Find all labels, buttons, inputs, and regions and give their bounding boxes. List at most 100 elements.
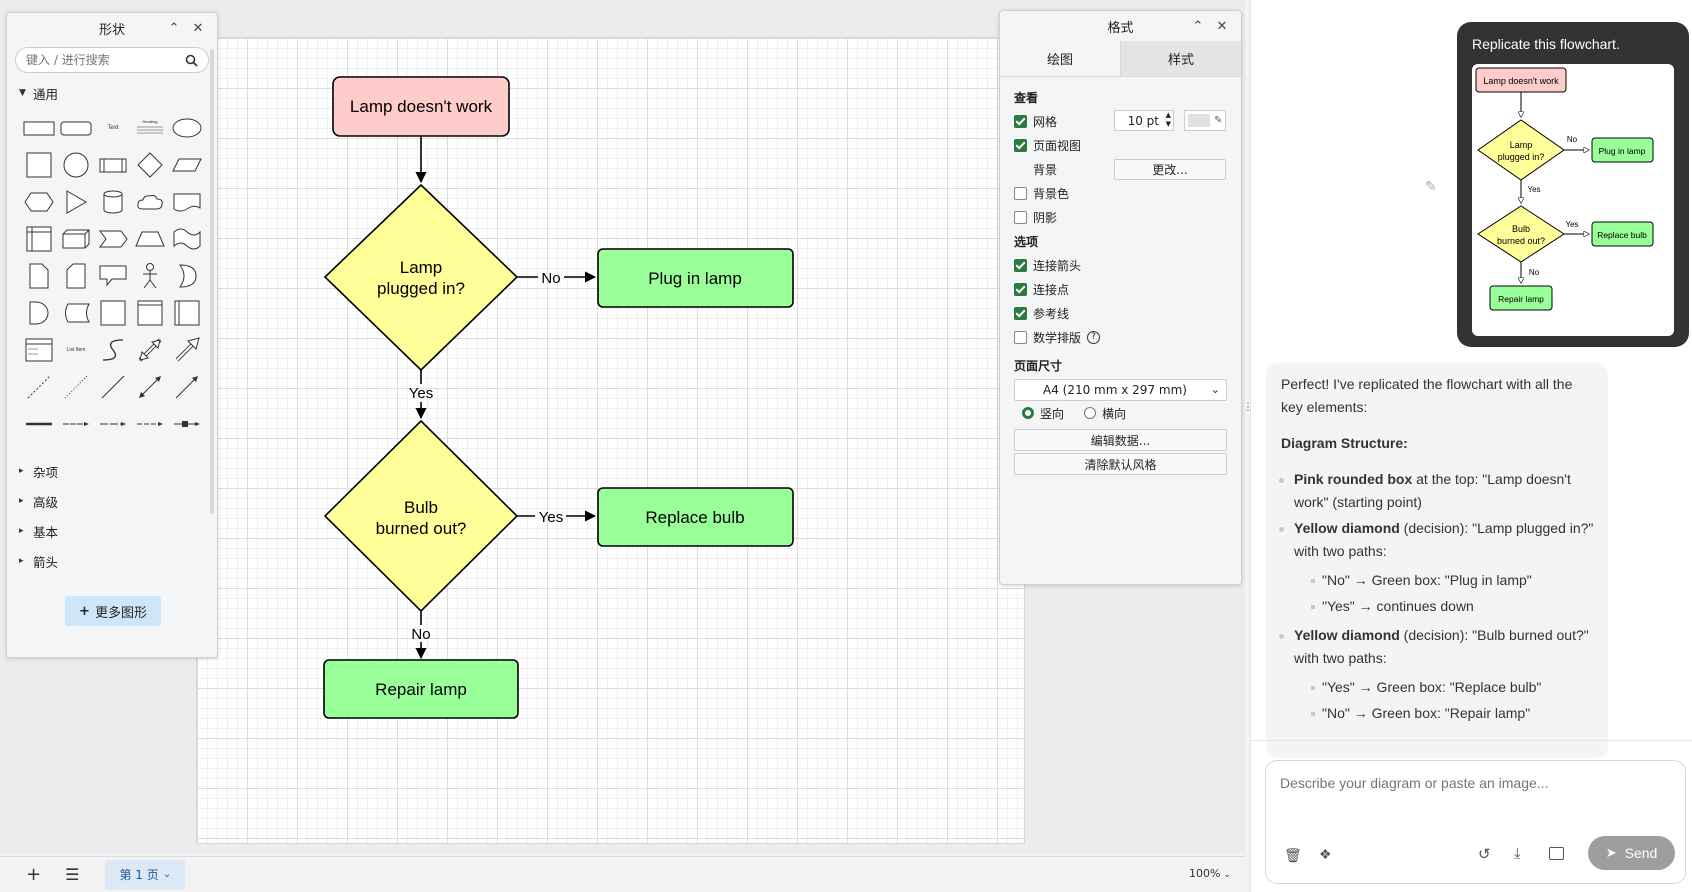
internal-storage-shape[interactable] <box>21 220 57 257</box>
directional-connector-shape[interactable] <box>169 368 205 405</box>
circle-shape[interactable] <box>58 146 94 183</box>
hexagon-shape[interactable] <box>21 183 57 220</box>
background-color-checkbox[interactable] <box>1014 186 1027 200</box>
node-lamp-doesnt-work[interactable]: Lamp doesn't work <box>332 76 510 137</box>
tape-shape[interactable] <box>169 220 205 257</box>
shapes-scrollbar[interactable] <box>210 49 214 514</box>
send-button[interactable]: ➤Send <box>1588 836 1675 870</box>
delay-shape[interactable] <box>21 294 57 331</box>
parallelogram-shape[interactable] <box>169 146 205 183</box>
collapse-icon[interactable]: ⌃ <box>1192 18 1204 34</box>
section-general[interactable]: ▼通用 <box>7 81 217 105</box>
node-repair-lamp[interactable]: Repair lamp <box>323 659 519 719</box>
tab-style[interactable]: 样式 <box>1121 41 1241 76</box>
add-page-icon[interactable]: + <box>26 864 42 885</box>
callout-shape[interactable] <box>95 257 131 294</box>
triangle-shape[interactable] <box>58 183 94 220</box>
portrait-radio[interactable] <box>1022 407 1034 419</box>
arrow-shape[interactable] <box>169 331 205 368</box>
grid-color-button[interactable]: ✎ <box>1184 110 1226 131</box>
tag-icon[interactable]: ❖ <box>1319 846 1332 862</box>
square-shape[interactable] <box>21 146 57 183</box>
page-tab[interactable]: 第 1 页⌄ <box>105 859 186 890</box>
diamond-shape[interactable] <box>132 146 168 183</box>
container-shape[interactable] <box>132 294 168 331</box>
shadow-checkbox[interactable] <box>1014 210 1027 224</box>
image-icon[interactable] <box>1549 847 1564 860</box>
note-shape[interactable] <box>21 257 57 294</box>
connector-arrow-shape[interactable] <box>58 405 94 442</box>
connector-symbol-shape[interactable] <box>169 405 205 442</box>
section-basic[interactable]: ▸基本 <box>7 516 217 546</box>
curve-shape[interactable] <box>95 331 131 368</box>
clear-default-style-button[interactable]: 清除默认风格 <box>1014 453 1227 475</box>
grid-checkbox[interactable] <box>1014 114 1027 128</box>
close-icon[interactable]: ✕ <box>192 20 204 36</box>
link-shape[interactable] <box>21 405 57 442</box>
square-shape-2[interactable] <box>95 294 131 331</box>
section-arrows[interactable]: ▸箭头 <box>7 546 217 576</box>
stepper-icon[interactable]: ▲▼ <box>1165 111 1171 128</box>
trash-icon[interactable]: 🗑 <box>1284 847 1302 863</box>
close-icon[interactable]: ✕ <box>1216 18 1228 34</box>
search-icon[interactable] <box>185 54 198 67</box>
edit-data-button[interactable]: 编辑数据... <box>1014 429 1227 451</box>
zoom-control[interactable]: 100%⌄ <box>1189 867 1231 880</box>
chat-input[interactable] <box>1280 775 1670 805</box>
ellipse-shape[interactable] <box>169 109 205 146</box>
help-icon[interactable]: ? <box>1087 330 1101 344</box>
shape-search[interactable] <box>15 47 209 73</box>
landscape-radio[interactable] <box>1084 407 1097 419</box>
page-size-select[interactable]: A4 (210 mm x 297 mm)⌄ <box>1014 379 1227 401</box>
text-shape[interactable]: Text <box>95 109 131 146</box>
or-shape[interactable] <box>169 257 205 294</box>
rectangle-shape[interactable] <box>21 109 57 146</box>
collapse-icon[interactable]: ⌃ <box>168 20 180 36</box>
list-item-shape[interactable]: List Item <box>58 331 94 368</box>
bidirectional-connector-shape[interactable] <box>132 368 168 405</box>
math-checkbox[interactable] <box>1014 330 1027 344</box>
download-icon[interactable]: ⤓ <box>1514 845 1521 862</box>
rounded-rectangle-shape[interactable] <box>58 109 94 146</box>
connector-label-shape[interactable] <box>95 405 131 442</box>
line-shape[interactable] <box>95 368 131 405</box>
trapezoid-shape[interactable] <box>132 220 168 257</box>
section-misc[interactable]: ▸杂项 <box>7 456 217 486</box>
node-replace-bulb[interactable]: Replace bulb <box>597 487 794 547</box>
list-shape[interactable] <box>21 331 57 368</box>
shape-search-input[interactable] <box>26 53 185 67</box>
attached-image[interactable]: Lamp doesn't work Lamp plugged in? No Pl… <box>1472 64 1674 336</box>
page-menu-icon[interactable]: ☰ <box>65 865 80 884</box>
step-shape[interactable] <box>95 220 131 257</box>
diagram-page[interactable]: Lamp doesn't work Lamp plugged in? No Pl… <box>196 37 1025 844</box>
guides-checkbox[interactable] <box>1014 306 1027 320</box>
section-advanced[interactable]: ▸高级 <box>7 486 217 516</box>
node-bulb-burned-out[interactable]: Bulb burned out? <box>323 419 519 613</box>
grid-size-input[interactable]: 10 pt▲▼ <box>1114 110 1174 131</box>
dashed-line-shape[interactable] <box>21 368 57 405</box>
data-storage-shape[interactable] <box>58 294 94 331</box>
connector-2labels-shape[interactable] <box>132 405 168 442</box>
actor-shape[interactable] <box>132 257 168 294</box>
process-shape[interactable] <box>95 146 131 183</box>
node-plug-in-lamp[interactable]: Plug in lamp <box>597 248 794 308</box>
document-shape[interactable] <box>169 183 205 220</box>
node-lamp-plugged-in[interactable]: Lamp plugged in? <box>323 183 519 372</box>
connection-points-checkbox[interactable] <box>1014 282 1027 296</box>
card-shape[interactable] <box>58 257 94 294</box>
vertical-container-shape[interactable] <box>169 294 205 331</box>
dotted-line-shape[interactable] <box>58 368 94 405</box>
flowchart-diagram[interactable]: Lamp doesn't work Lamp plugged in? No Pl… <box>197 38 1026 845</box>
cylinder-shape[interactable] <box>95 183 131 220</box>
history-icon[interactable]: ↺ <box>1478 846 1491 863</box>
tab-diagram[interactable]: 绘图 <box>1000 41 1121 76</box>
cube-shape[interactable] <box>58 220 94 257</box>
change-background-button[interactable]: 更改... <box>1114 159 1226 180</box>
textbox-shape[interactable]: Heading <box>132 109 168 146</box>
edit-icon[interactable]: ✎ <box>1425 178 1437 194</box>
connection-arrows-checkbox[interactable] <box>1014 258 1027 272</box>
page-view-checkbox[interactable] <box>1014 138 1027 152</box>
more-shapes-button[interactable]: +更多图形 <box>65 596 161 626</box>
bidirectional-arrow-shape[interactable] <box>132 331 168 368</box>
cloud-shape[interactable] <box>132 183 168 220</box>
